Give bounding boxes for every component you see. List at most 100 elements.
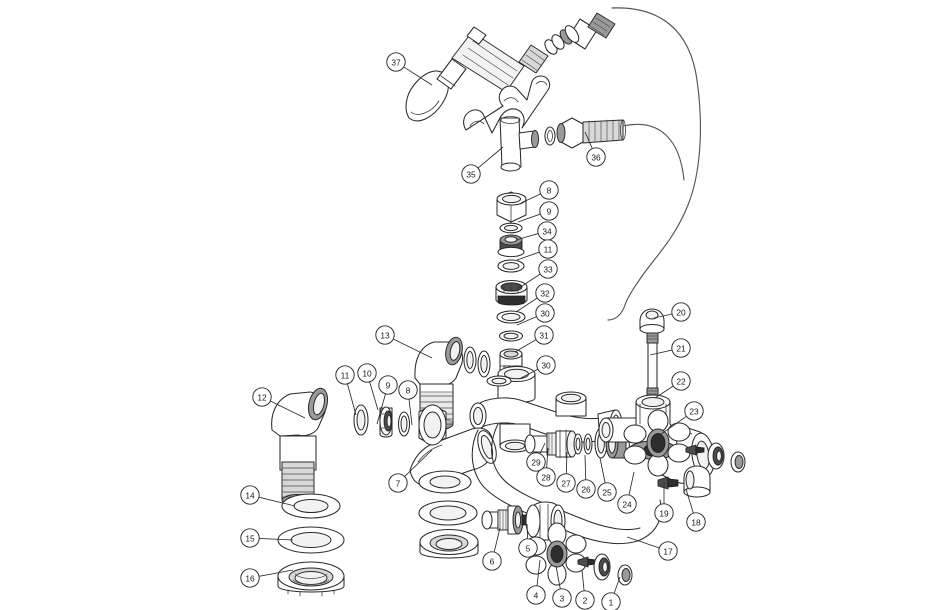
- callout-balloon[interactable]: [617, 494, 637, 514]
- callout-balloon[interactable]: [534, 325, 554, 345]
- callout-21-diverter-stem[interactable]: 21: [649, 338, 691, 358]
- callout-15-ring-stack-left[interactable]: 15: [240, 528, 294, 548]
- leader-line: [408, 399, 413, 426]
- part-11-oring-centre: [497, 259, 525, 273]
- callout-17-spout[interactable]: 17: [626, 536, 678, 561]
- callout-balloon[interactable]: [240, 528, 260, 548]
- callout-number: 12: [257, 392, 267, 402]
- callout-balloon[interactable]: [357, 363, 377, 383]
- callout-16-ring-stack-left[interactable]: 16: [240, 568, 294, 588]
- callout-30-washer-centre-lower[interactable]: 30: [516, 303, 555, 326]
- callout-5-cartridge-right[interactable]: 5: [518, 523, 538, 558]
- callout-balloon[interactable]: [536, 467, 556, 487]
- callout-balloon[interactable]: [684, 401, 704, 421]
- callout-number: 24: [622, 499, 632, 509]
- callout-balloon[interactable]: [398, 380, 418, 400]
- part-30-washer-upper: [498, 330, 524, 342]
- callout-number: 1: [609, 597, 614, 607]
- callout-balloon[interactable]: [671, 302, 691, 322]
- callout-balloon[interactable]: [575, 590, 595, 610]
- callout-balloon[interactable]: [671, 371, 691, 391]
- callout-20-diverter-knob[interactable]: 20: [653, 302, 691, 322]
- callout-2-handle-right[interactable]: 2: [575, 569, 595, 610]
- callout-1-handle-right[interactable]: 1: [601, 576, 621, 610]
- callout-balloon[interactable]: [461, 164, 481, 184]
- callout-22-diverter-body[interactable]: 22: [654, 371, 691, 399]
- callout-8-nut-centre[interactable]: 8: [520, 180, 559, 204]
- callout-35-handset-holder[interactable]: 35: [461, 146, 504, 184]
- callout-balloon[interactable]: [526, 452, 546, 472]
- callout-13-elbow-mid[interactable]: 13: [375, 325, 433, 359]
- callout-balloon[interactable]: [538, 239, 558, 259]
- callout-29-valve-mid[interactable]: 29: [526, 442, 546, 472]
- callout-number: 11: [544, 244, 553, 254]
- callout-3-handle-right[interactable]: 3: [552, 565, 572, 608]
- callout-balloon[interactable]: [482, 551, 502, 571]
- callout-32-washer-centre[interactable]: 32: [515, 283, 555, 313]
- callout-balloon[interactable]: [386, 52, 406, 72]
- part-4-cross-handle: [525, 522, 587, 586]
- callout-10-seat-left[interactable]: 10: [357, 363, 379, 411]
- callout-balloon[interactable]: [240, 485, 260, 505]
- part-10-seat-left: [379, 406, 393, 438]
- part-6-cartridge-left: [481, 505, 531, 535]
- callout-balloon[interactable]: [539, 180, 559, 200]
- callout-19-screw-right[interactable]: 19: [654, 482, 674, 523]
- leader-line: [404, 449, 433, 477]
- callout-11-oring-centre[interactable]: 11: [516, 239, 558, 261]
- callout-balloon[interactable]: [597, 482, 617, 502]
- callout-30-body-centre[interactable]: 30: [520, 355, 556, 379]
- callout-balloon[interactable]: [576, 479, 596, 499]
- callout-balloon[interactable]: [378, 375, 398, 395]
- callout-14-ring-stack-left[interactable]: 14: [240, 485, 296, 507]
- callout-balloon[interactable]: [654, 503, 674, 523]
- callout-8-nut-left[interactable]: 8: [398, 380, 418, 426]
- callout-balloon[interactable]: [686, 512, 706, 532]
- leader-line: [516, 316, 537, 326]
- callout-31-insert-centre[interactable]: 31: [514, 325, 554, 353]
- callout-18-cap-right[interactable]: 18: [685, 488, 706, 532]
- callout-balloon[interactable]: [335, 365, 355, 385]
- callout-balloon[interactable]: [538, 259, 558, 279]
- callout-balloon[interactable]: [556, 473, 576, 493]
- callout-25-clip-right[interactable]: 25: [597, 457, 617, 502]
- callout-balloon[interactable]: [658, 541, 678, 561]
- callout-24-cover-right[interactable]: 24: [617, 471, 637, 514]
- callout-balloon[interactable]: [535, 283, 555, 303]
- callout-balloon[interactable]: [536, 355, 556, 375]
- callout-balloon[interactable]: [539, 201, 559, 221]
- callout-balloon[interactable]: [375, 325, 395, 345]
- callout-4-handle-right[interactable]: 4: [526, 559, 546, 605]
- callout-28-seat-mid[interactable]: 28: [536, 447, 556, 487]
- callout-balloon[interactable]: [388, 473, 408, 493]
- callout-34-seal-centre[interactable]: 34: [515, 221, 557, 241]
- callout-balloon[interactable]: [526, 585, 546, 605]
- callout-9-washer-centre-upper[interactable]: 9: [517, 201, 559, 223]
- handle-fixing-right: [685, 442, 746, 473]
- callout-balloon[interactable]: [240, 568, 260, 588]
- callout-balloon[interactable]: [552, 588, 572, 608]
- leader-line: [628, 471, 635, 496]
- callout-23-handle-mid[interactable]: 23: [656, 401, 704, 438]
- callout-36-hose-nut[interactable]: 36: [584, 131, 606, 167]
- callout-balloon[interactable]: [535, 303, 555, 323]
- callout-number: 10: [362, 368, 372, 378]
- callout-number: 23: [689, 406, 699, 416]
- callout-balloon[interactable]: [671, 338, 691, 358]
- callout-7-body-left[interactable]: 7: [388, 449, 433, 493]
- callout-12-elbow-left[interactable]: 12: [252, 387, 306, 419]
- callout-balloon[interactable]: [601, 592, 621, 610]
- callout-balloon[interactable]: [518, 538, 538, 558]
- callout-number: 17: [663, 546, 673, 556]
- callout-33-gland-centre[interactable]: 33: [518, 259, 558, 289]
- callout-26-oring-mid[interactable]: 26: [576, 454, 596, 499]
- callout-number: 18: [691, 517, 701, 527]
- callout-number: 30: [540, 308, 550, 318]
- callout-6-cartridge-left[interactable]: 6: [482, 527, 502, 571]
- callout-37-shower-handset[interactable]: 37: [386, 52, 433, 86]
- callout-11-oring-left[interactable]: 11: [335, 365, 357, 416]
- callout-9-washer-left[interactable]: 9: [376, 375, 398, 425]
- callout-balloon[interactable]: [252, 387, 272, 407]
- callout-27-washer-mid[interactable]: 27: [556, 451, 576, 493]
- callout-balloon[interactable]: [586, 147, 606, 167]
